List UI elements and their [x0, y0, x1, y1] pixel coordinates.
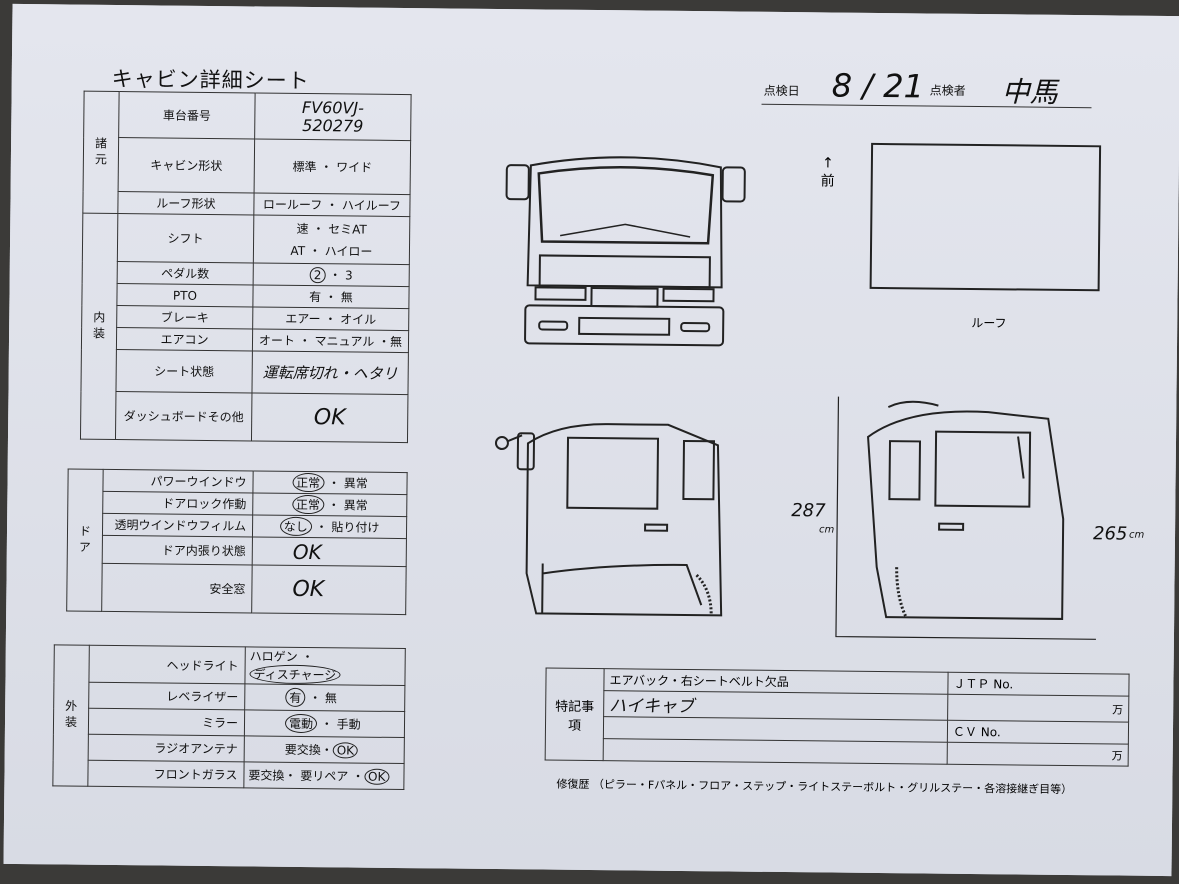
leveler-label: レベライザー [88, 682, 245, 710]
inspection-date-value: 8 / 21 [831, 66, 925, 106]
safety-window-label: 安全窓 [101, 563, 253, 613]
cabin-shape-value: 標準 ・ ワイド [254, 138, 411, 195]
chassis-number-value: FV60VJ- 520279 [254, 92, 412, 141]
repair-history-label: 修復歴 [556, 777, 590, 791]
pto-label: PTO [116, 283, 254, 307]
windshield-selected: OK [364, 768, 390, 785]
repair-history-text: （ピラー・Fパネル・フロア・ステップ・ライトステーボルト・グリルステー・各溶接継… [592, 778, 1073, 797]
leveler-other: ・ 無 [309, 691, 338, 706]
front-label: 前 [820, 173, 835, 190]
headlight-other: ハロゲン ・ [249, 649, 314, 665]
radio-antenna-value: 要交換・OK [244, 735, 405, 764]
shift-value: 速 ・ セミAT AT ・ ハイロー [253, 214, 410, 265]
cab-left-side-view [494, 423, 723, 617]
cabin-shape-label: キャビン形状 [118, 137, 255, 193]
height-left-value: 287 [791, 500, 826, 522]
repair-history: 修復歴 （ピラー・Fパネル・フロア・ステップ・ライトステーボルト・グリルステー・… [556, 776, 1072, 797]
radio-antenna-label: ラジオアンテナ [88, 734, 245, 762]
roof-diagram-box [869, 142, 1102, 292]
dashboard-value: OK [251, 392, 408, 443]
height-right-value: 265 [1092, 523, 1128, 545]
cv-label: ＣＶ No. [947, 720, 1129, 745]
shift-value-2: AT ・ ハイロー [290, 243, 373, 259]
window-film-value: なし ・ 貼り付け [252, 514, 407, 539]
mirror-value: 電動 ・ 手動 [244, 709, 405, 738]
dashboard-label: ダッシュボードその他 [115, 391, 252, 441]
pedal-selected: 2 [309, 267, 326, 284]
exterior-section-label: 外装 [52, 644, 90, 787]
exterior-table: 外装 ヘッドライト ハロゲン ・ ディスチャージ レベライザー 有 ・ 無 ミラ… [52, 644, 406, 790]
headlight-selected: ディスチャージ [249, 664, 341, 685]
radio-antenna-other: 要交換・ [284, 742, 333, 758]
safety-window-value: OK [251, 564, 407, 615]
door-section-label: ドア [66, 469, 104, 612]
sheet-title: キャビン詳細シート [111, 66, 310, 94]
special-notes-table: 特記事項 エアバック・右シートベルト欠品 ＪＴＰ No. ハイキャブ 万 ＣＶ … [545, 668, 1130, 767]
headlight-label: ヘッドライト [88, 645, 246, 684]
door-lock-other: ・ 異常 [327, 498, 368, 513]
brake-value: エアー ・ オイル [252, 306, 409, 331]
leveler-value: 有 ・ 無 [244, 683, 405, 712]
jtp-unit: 万 [947, 694, 1129, 723]
power-window-selected: 正常 [292, 472, 325, 493]
seat-label: シート状態 [115, 349, 253, 393]
door-lock-selected: 正常 [291, 494, 325, 515]
aircon-value: オート ・ マニュアル ・無 [252, 328, 409, 353]
cab-right-side-view [835, 396, 1096, 640]
inspector-label: 点検者 [929, 83, 966, 98]
pedal-label: ペダル数 [117, 261, 254, 285]
radio-antenna-selected: OK [332, 742, 359, 759]
note-line-2: ハイキャブ [603, 690, 948, 721]
jtp-label: ＪＴＰ No. [947, 672, 1130, 697]
seat-value: 運転席切れ・ヘタリ [251, 350, 409, 395]
windshield-value: 要交換・ 要リペア ・OK [243, 761, 405, 790]
height-left-unit: cm [819, 524, 835, 536]
power-window-other: ・ 異常 [327, 476, 368, 491]
spec-interior-table: 諸元 車台番号 FV60VJ- 520279 キャビン形状 標準 ・ ワイド ル… [80, 91, 412, 443]
door-lock-label: ドアロック作動 [102, 491, 253, 515]
mirror-other: ・ 手動 [320, 717, 361, 732]
aircon-label: エアコン [116, 327, 253, 351]
roof-shape-label: ルーフ形状 [117, 191, 255, 215]
window-film-selected: なし [279, 516, 312, 537]
door-table: ドア パワーウインドウ 正常 ・ 異常 ドアロック作動 正常 ・ 異常 透明ウイ… [66, 469, 408, 616]
power-window-value: 正常 ・ 異常 [252, 470, 408, 495]
mirror-selected: 電動 [284, 713, 318, 734]
pto-value: 有 ・ 無 [252, 284, 410, 309]
front-indicator: ↑ 前 [821, 154, 835, 190]
front-arrow-icon: ↑ [821, 155, 834, 172]
brake-label: ブレーキ [116, 305, 253, 329]
cab-front-view [505, 156, 746, 347]
pedal-value: 2 ・ 3 [253, 262, 410, 287]
inspection-sheet: キャビン詳細シート 点検日 8 / 21 点検者 中馬 諸元 車台番号 FV60… [3, 3, 1179, 877]
height-right-unit: cm [1128, 529, 1145, 541]
window-film-label: 透明ウインドウフィルム [102, 513, 253, 537]
window-film-other: ・ 貼り付け [315, 520, 380, 535]
note-line-4 [603, 738, 948, 765]
roof-shape-value: ロールーフ ・ ハイルーフ [253, 192, 411, 217]
door-trim-label: ドア内張り状態 [102, 535, 253, 565]
leveler-selected: 有 [285, 687, 306, 708]
roof-label: ルーフ [971, 315, 1007, 331]
spec-section-label: 諸元 [82, 91, 120, 214]
shift-label: シフト [117, 213, 254, 263]
special-notes-label: 特記事項 [545, 668, 605, 761]
power-window-label: パワーウインドウ [102, 469, 254, 493]
headlight-value: ハロゲン ・ ディスチャージ [244, 646, 406, 686]
door-trim-value: OK [252, 536, 407, 567]
windshield-other: 要交換・ 要リペア ・ [248, 768, 365, 784]
cv-unit: 万 [947, 742, 1129, 767]
pedal-other: ・ 3 [329, 268, 353, 283]
mirror-label: ミラー [88, 708, 245, 736]
inspector-value: 中馬 [1001, 75, 1058, 109]
windshield-label: フロントガラス [87, 760, 245, 788]
inspection-date-label: 点検日 [763, 83, 800, 99]
chassis-number-label: 車台番号 [118, 91, 256, 139]
interior-section-label: 内装 [80, 213, 118, 440]
door-lock-value: 正常 ・ 異常 [252, 492, 407, 517]
shift-value-1: 速 ・ セミAT [296, 221, 367, 237]
